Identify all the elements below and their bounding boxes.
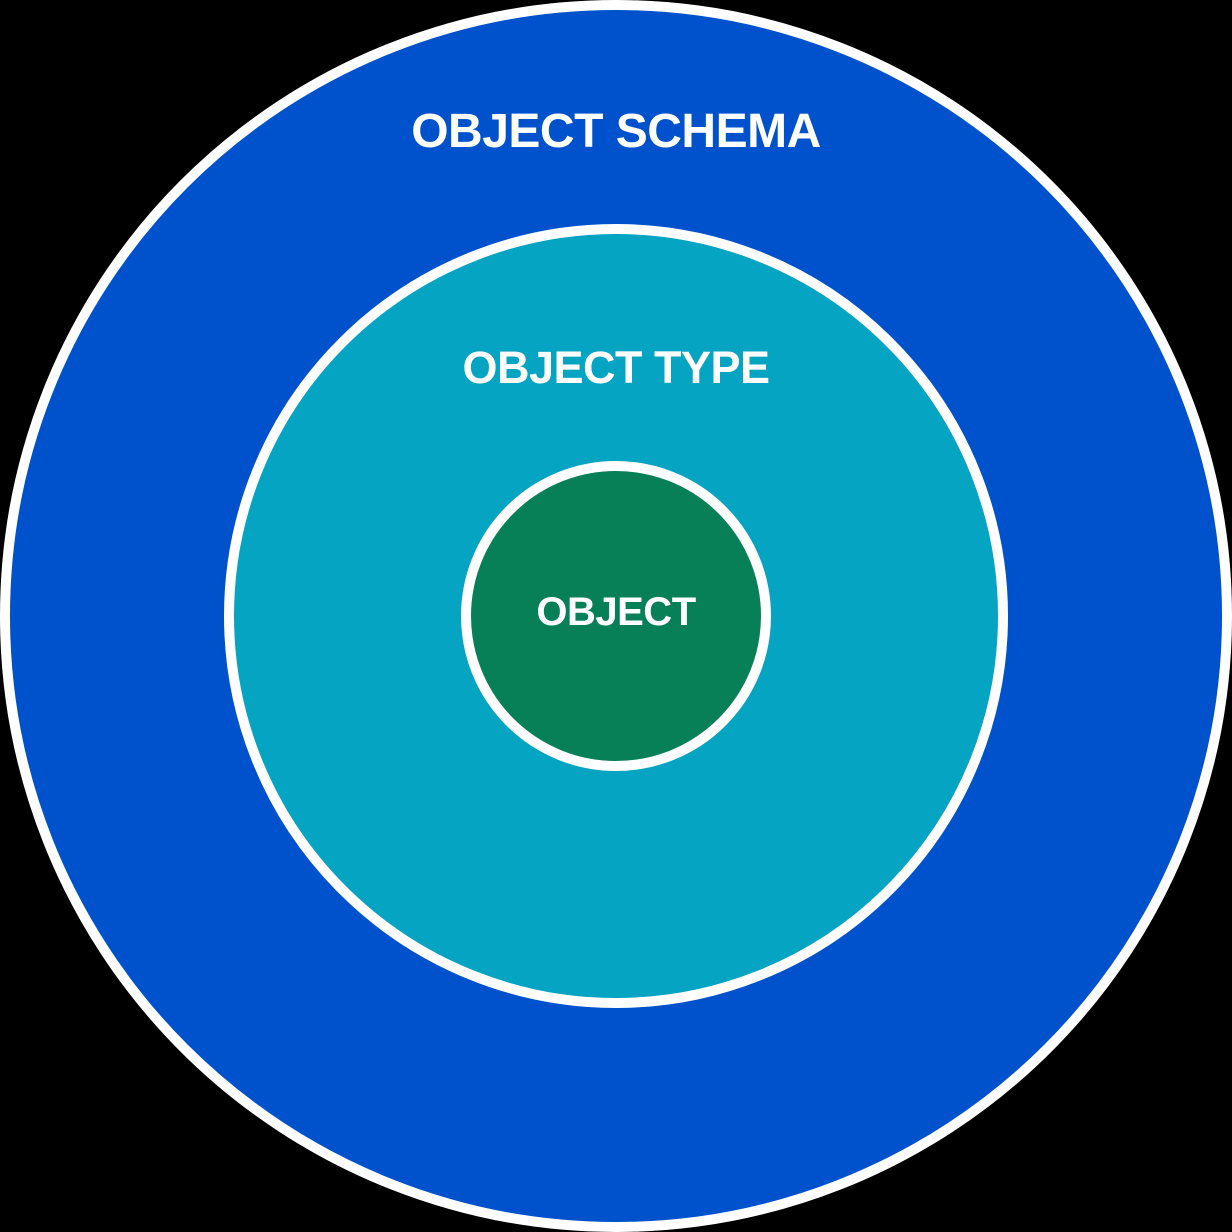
object-label: OBJECT (536, 590, 696, 634)
object-circle[interactable] (461, 461, 771, 771)
object-schema-label: OBJECT SCHEMA (411, 105, 821, 158)
object-type-label: OBJECT TYPE (462, 342, 770, 393)
